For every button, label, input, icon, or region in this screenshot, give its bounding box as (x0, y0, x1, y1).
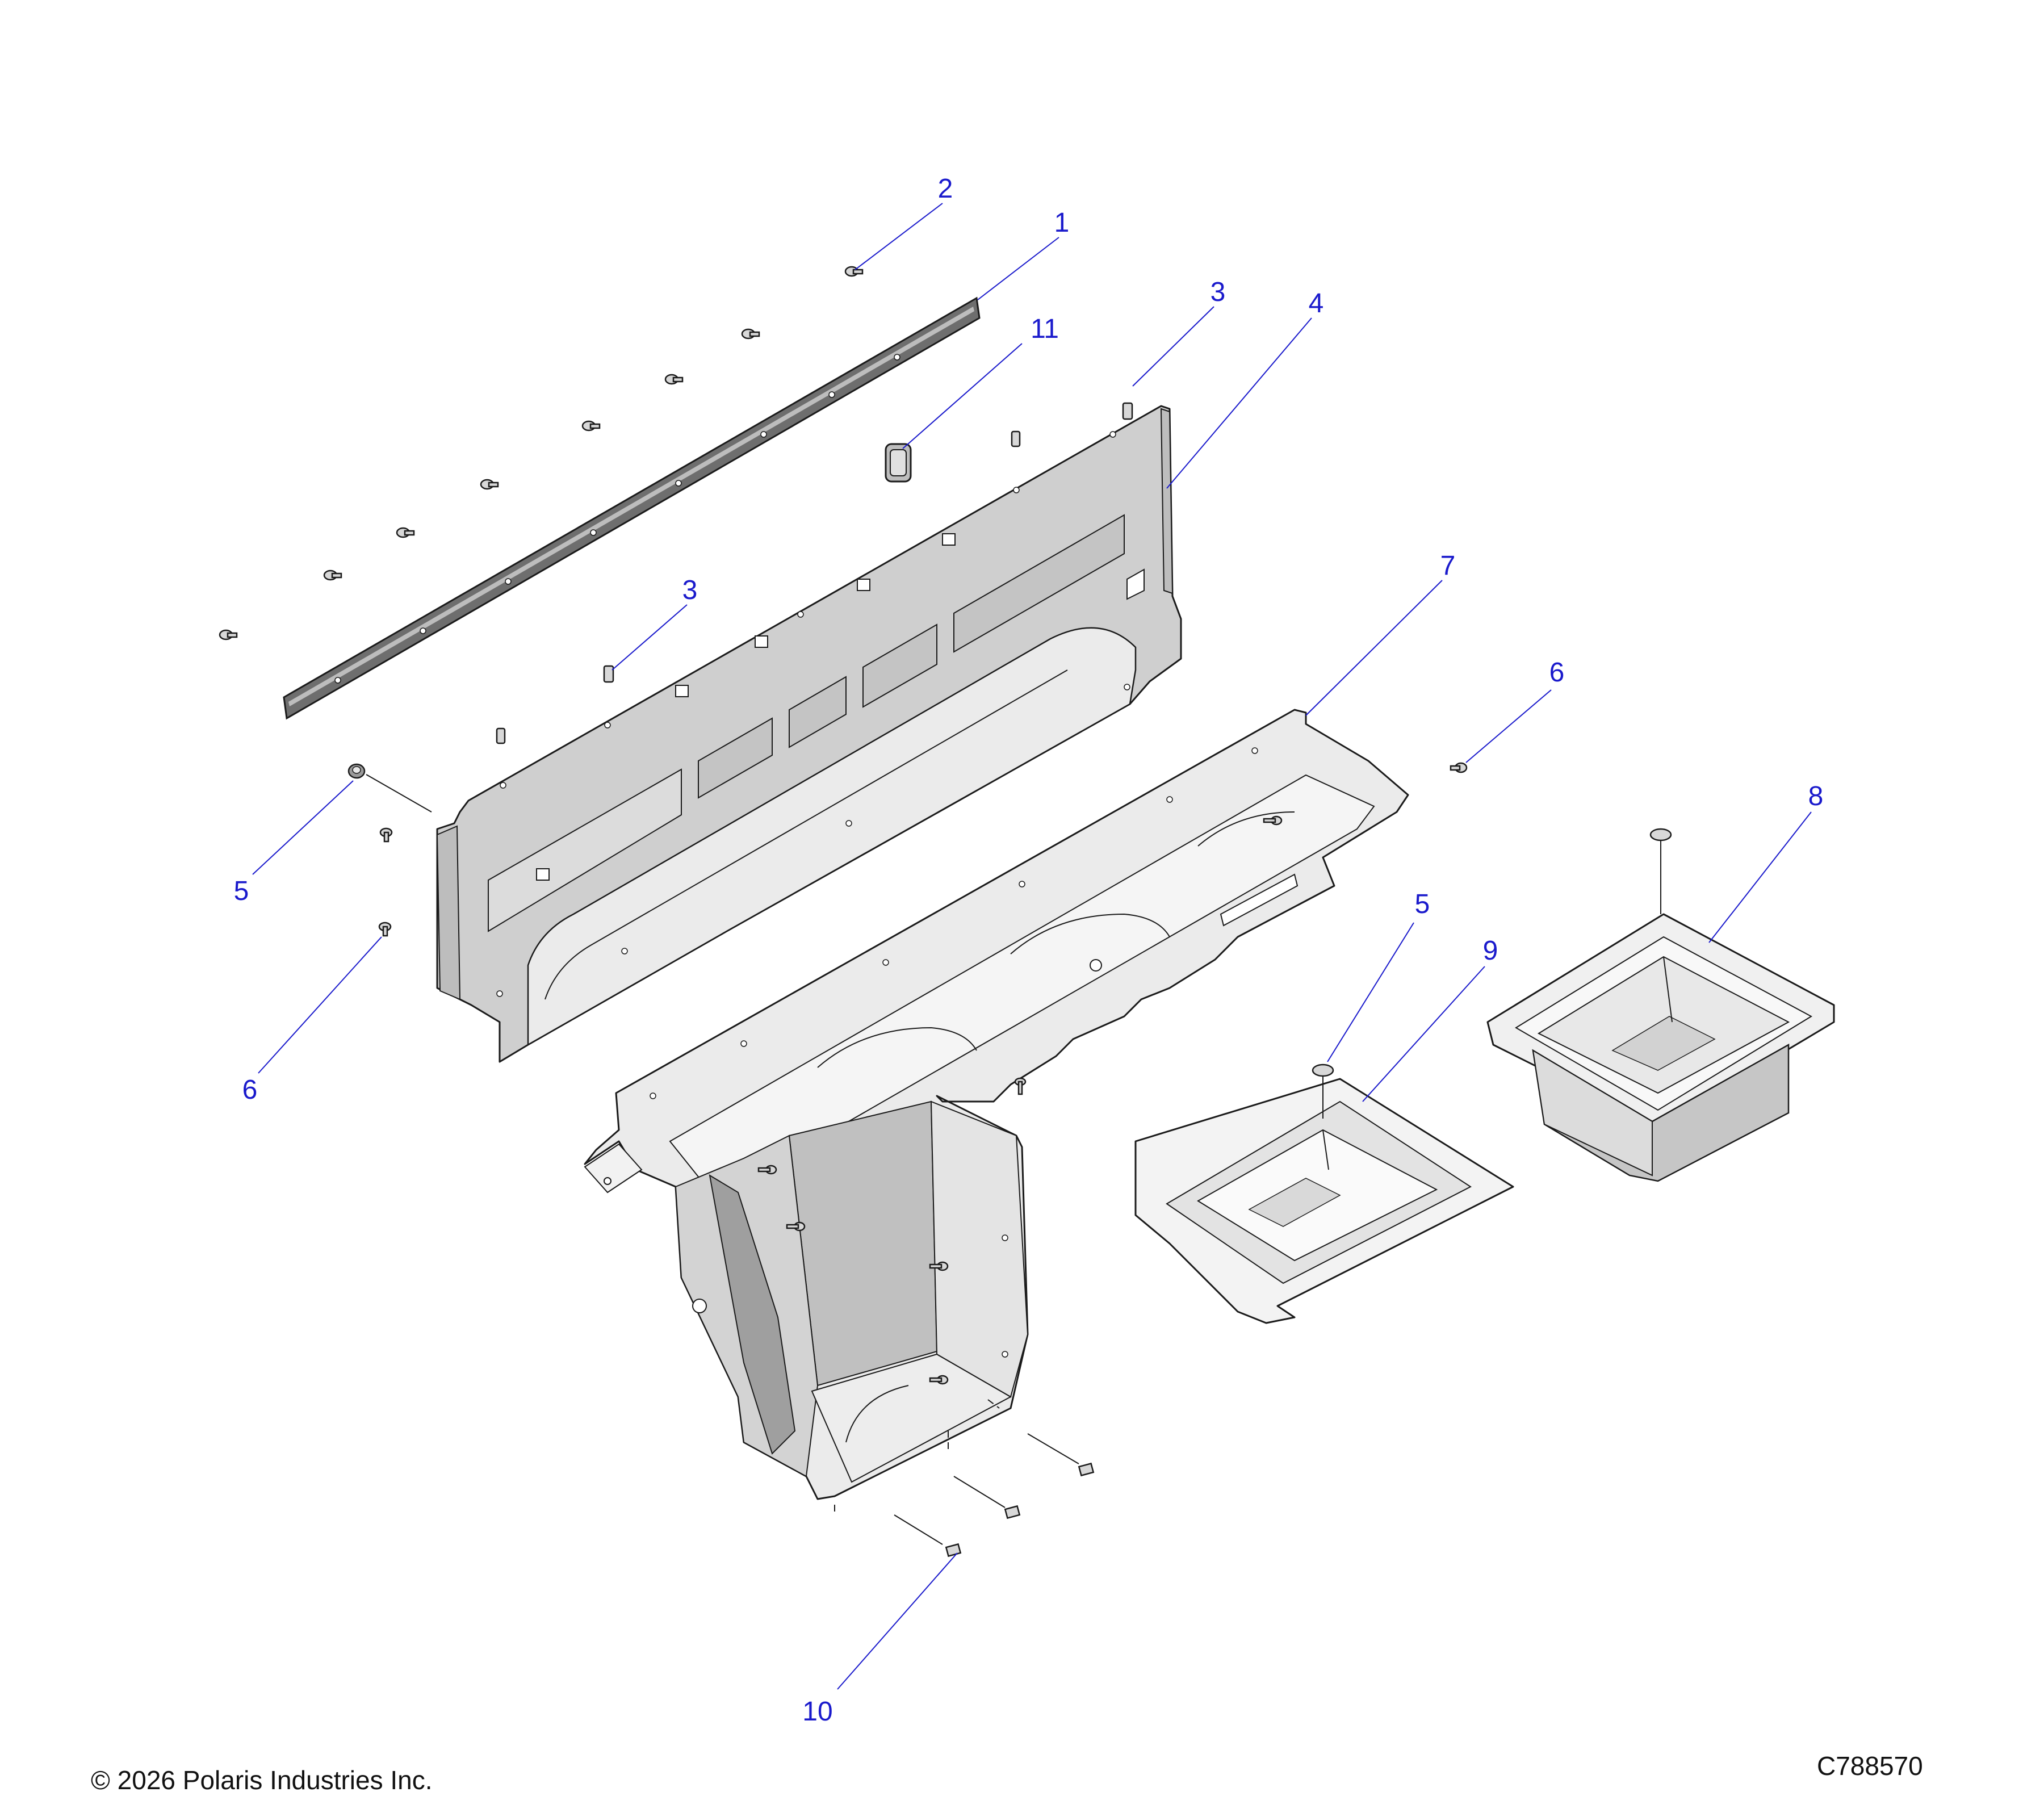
svg-text:9: 9 (1483, 936, 1498, 966)
callout-3-mid: 3 (611, 575, 698, 671)
storage-bin (1486, 828, 1835, 1182)
floor-tub (584, 709, 1409, 1500)
panel-clips (496, 402, 1133, 744)
callout-5-left: 5 (234, 780, 354, 906)
rear-panel (436, 405, 1182, 1063)
svg-text:8: 8 (1808, 781, 1824, 811)
svg-text:5: 5 (1415, 889, 1430, 919)
right-fastener (1450, 762, 1468, 773)
svg-text:3: 3 (1211, 277, 1226, 307)
access-plug (885, 443, 912, 483)
callouts: 1 2 3 3 4 5 5 6 (234, 174, 1824, 1727)
svg-text:6: 6 (242, 1075, 258, 1105)
callout-6-left: 6 (242, 936, 382, 1105)
bottom-clips (834, 1399, 1095, 1558)
svg-text:5: 5 (234, 876, 249, 906)
svg-text:10: 10 (802, 1697, 832, 1727)
svg-text:6: 6 (1549, 658, 1565, 688)
callout-2: 2 (855, 174, 953, 270)
callout-9: 9 (1362, 936, 1498, 1102)
callout-11: 11 (902, 314, 1059, 449)
callout-8: 8 (1708, 781, 1824, 943)
callout-7: 7 (1305, 551, 1456, 716)
callout-10: 10 (802, 1552, 958, 1727)
small-tray (1134, 1064, 1514, 1324)
svg-text:4: 4 (1309, 288, 1324, 319)
trim-strip (283, 296, 981, 720)
svg-text:7: 7 (1440, 551, 1456, 581)
screw-row (219, 266, 864, 640)
callout-6-right: 6 (1465, 658, 1565, 763)
copyright-text: © 2026 Polaris Industries Inc. (91, 1765, 433, 1795)
callout-3-top: 3 (1132, 277, 1226, 387)
drawing-number: C788570 (1817, 1751, 1923, 1781)
callout-4: 4 (1166, 288, 1324, 489)
svg-text:3: 3 (682, 575, 698, 605)
svg-text:2: 2 (938, 174, 953, 204)
svg-text:1: 1 (1054, 208, 1070, 238)
svg-text:11: 11 (1031, 314, 1059, 344)
callout-5-right: 5 (1327, 889, 1430, 1062)
callout-1: 1 (977, 208, 1070, 300)
left-fasteners (347, 763, 432, 937)
